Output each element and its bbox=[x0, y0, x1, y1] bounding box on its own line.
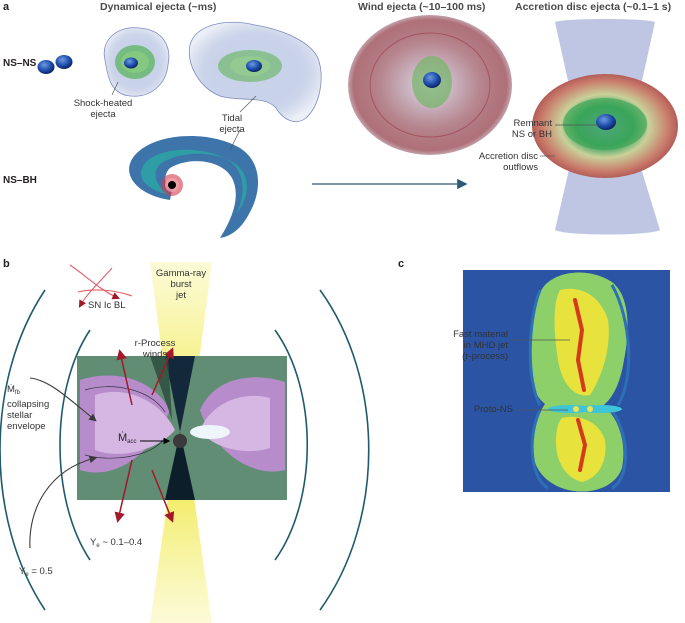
label-sn-ic-bl: SN Ic BL bbox=[88, 300, 126, 311]
ns-bh-tidal-tail-image bbox=[129, 136, 258, 238]
mhd-jet-simulation-image bbox=[463, 270, 670, 492]
tidal-ejecta-ns-ns-image bbox=[189, 22, 321, 121]
collapsar-simulation-image bbox=[77, 356, 287, 500]
label-ye-0-5: Ye = 0.5 bbox=[19, 566, 53, 581]
label-ye-range: Ye ~ 0.1–0.4 bbox=[90, 537, 142, 552]
label-accretion-rate: Ṁacc bbox=[118, 432, 137, 445]
panel-c-letter: c bbox=[398, 258, 404, 270]
shock-heated-ejecta-image bbox=[104, 28, 169, 97]
label-proto-ns: Proto-NS bbox=[440, 404, 513, 415]
accretion-disc-ejecta-image bbox=[532, 19, 678, 235]
wind-ejecta-image bbox=[348, 15, 512, 155]
panel-b-letter: b bbox=[3, 258, 10, 270]
binary-neutron-stars bbox=[38, 55, 73, 74]
